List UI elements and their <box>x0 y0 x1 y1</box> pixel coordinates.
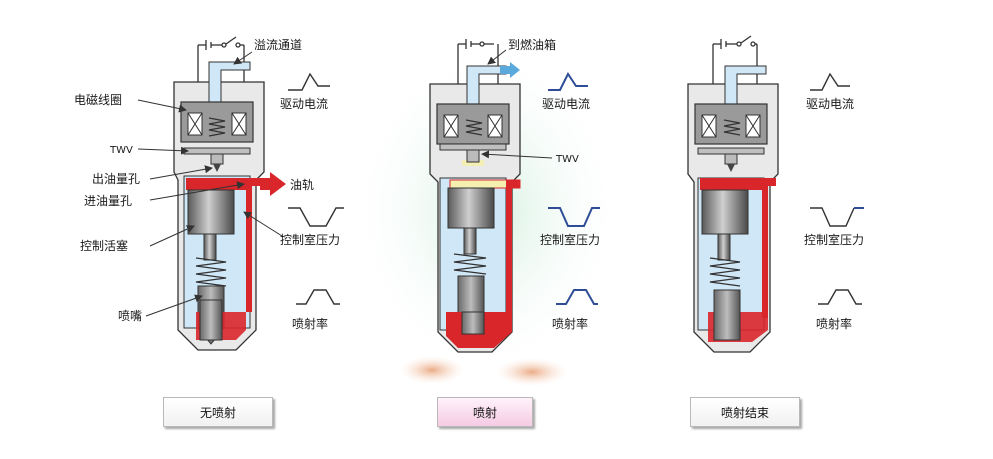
injector-middle <box>429 39 521 353</box>
twv-plate <box>439 143 507 151</box>
label-injection-rate-middle: 喷射率 <box>552 316 588 331</box>
twv-plate <box>183 147 251 155</box>
label-solenoid-coil: 电磁线圈 <box>74 92 122 107</box>
label-chamber-pressure-right: 控制室压力 <box>804 232 864 247</box>
chamber-pressure-graph <box>548 207 600 227</box>
label-chamber-pressure-left: 控制室压力 <box>280 232 340 247</box>
injector-right <box>687 35 779 353</box>
label-drive-current-middle: 驱动电流 <box>542 97 590 111</box>
graphs-left <box>288 72 344 305</box>
rail-arrow <box>260 172 286 196</box>
label-drive-current-left: 驱动电流 <box>280 97 328 111</box>
spray-left <box>400 356 464 384</box>
solenoid-spring <box>208 117 226 137</box>
caption-no-injection: 无喷射 <box>163 397 273 427</box>
label-injection-rate-left: 喷射率 <box>292 316 328 331</box>
graphs-right <box>810 72 864 305</box>
control-piston <box>187 189 235 235</box>
flow-arrow <box>500 62 520 78</box>
drive-current-graph <box>810 72 850 91</box>
label-control-piston: 控制活塞 <box>80 238 128 253</box>
label-twv-middle: TWV <box>555 154 579 165</box>
label-drive-current-right: 驱动电流 <box>806 97 854 111</box>
injection-rate-graph <box>556 289 598 305</box>
injection-rate-graph <box>818 289 862 305</box>
label-injection-rate-right: 喷射率 <box>816 316 852 331</box>
chamber-pressure-graph <box>810 207 855 227</box>
spray-right <box>496 358 568 386</box>
caption-injection-end: 喷射结束 <box>690 397 800 427</box>
graphs-middle <box>548 72 600 305</box>
label-chamber-pressure-middle: 控制室压力 <box>540 232 600 247</box>
label-to-tank: 到燃油箱 <box>508 37 556 52</box>
label-twv-left: TWV <box>109 145 133 156</box>
label-rail: 油轨 <box>290 178 314 192</box>
injector-left <box>173 36 286 351</box>
control-chamber <box>186 178 248 190</box>
label-inlet-orifice: 进油量孔 <box>84 194 132 208</box>
label-overflow-channel: 溢流通道 <box>254 38 302 52</box>
chamber-pressure-graph <box>288 207 344 227</box>
label-nozzle: 喷嘴 <box>118 309 142 323</box>
drive-current-graph <box>288 72 330 91</box>
injection-rate-graph <box>296 289 340 305</box>
label-outlet-orifice: 出油量孔 <box>92 172 140 186</box>
drive-current-graph <box>548 72 588 91</box>
caption-injection: 喷射 <box>437 397 533 427</box>
leader-lines-left <box>137 51 283 317</box>
